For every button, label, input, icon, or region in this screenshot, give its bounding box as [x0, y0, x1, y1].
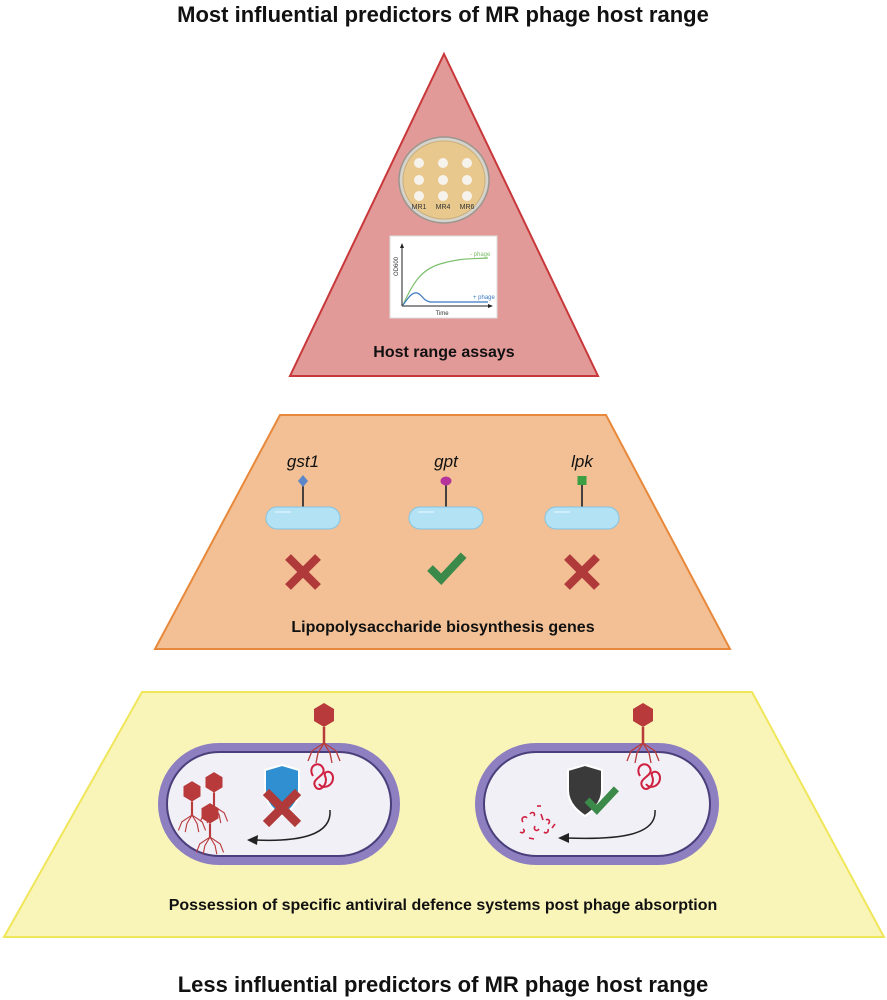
gene-name: lpk [571, 452, 594, 471]
phage-dna-icon [637, 763, 662, 790]
growth-ylabel: OD600 [394, 256, 400, 276]
diamond-marker-icon [298, 475, 308, 487]
growth-curve-icon: - phage + phage OD600 Time [389, 235, 498, 319]
square-marker-icon [577, 476, 587, 485]
cross-stroke [262, 788, 302, 828]
cell-defence-success [475, 701, 719, 865]
plaque [462, 191, 472, 201]
plate-label-mr1: MR1 [412, 204, 427, 211]
gene-name: gpt [434, 452, 459, 471]
cross-stroke [564, 554, 600, 590]
plate-label-mr4: MR4 [436, 204, 451, 211]
plaques [414, 158, 472, 201]
check-stroke [427, 552, 467, 585]
cross-stroke [285, 554, 321, 590]
degraded-dna-icon [519, 805, 556, 840]
plaque [462, 175, 472, 185]
circle-marker-icon [440, 476, 452, 486]
plaque [462, 158, 472, 168]
cross-icon [564, 554, 600, 590]
bacterium-icon [408, 506, 484, 530]
plaque [438, 158, 448, 168]
tier-lps-genes: gst1 gpt lpk Lipopolysaccharide biosynthes… [153, 414, 732, 650]
tier3-label: Possession of specific antiviral defence… [169, 897, 718, 914]
bottom-title: Less influential predictors of MR phage … [178, 972, 709, 997]
check-stroke [584, 786, 619, 815]
curve-minus-phage [402, 257, 489, 306]
cross-icon [262, 788, 302, 828]
legend-minus-phage: - phage [470, 252, 491, 258]
top-title: Most influential predictors of MR phage … [177, 2, 709, 27]
gene-name: gst1 [287, 452, 319, 471]
legend-plus-phage: + phage [473, 295, 496, 301]
plaque [414, 175, 424, 185]
gene-list: gst1 gpt lpk [265, 452, 620, 590]
gene-gpt: gpt [408, 452, 484, 585]
tier1-label: Host range assays [373, 344, 515, 361]
petri-dish-icon: MR1 MR4 MR6 [398, 136, 490, 224]
tier2-label: Lipopolysaccharide biosynthesis genes [291, 619, 594, 636]
check-icon [427, 552, 467, 585]
tier-host-range-assays: MR1 MR4 MR6 - phage + phage OD600 Time H… [288, 51, 600, 377]
plaque [414, 191, 424, 201]
plate-label-mr6: MR6 [460, 204, 475, 211]
arrow-icon [565, 809, 656, 840]
cross-icon [285, 554, 321, 590]
plaque [438, 191, 448, 201]
growth-xlabel: Time [435, 311, 449, 317]
tier-defence-systems: Possession of specific antiviral defence… [2, 691, 886, 938]
check-icon [584, 786, 619, 815]
cell-defence-failed [158, 701, 400, 865]
gene-lpk: lpk [544, 452, 620, 590]
arrow-icon [254, 809, 331, 842]
phage-dna-icon [310, 763, 335, 790]
tier2-trapezoid [153, 414, 732, 650]
bacterium-icon [265, 506, 341, 530]
plaque [414, 158, 424, 168]
curve-plus-phage [402, 292, 488, 306]
bacterium-icon [544, 506, 620, 530]
gene-gst1: gst1 [265, 452, 341, 590]
plaque [438, 175, 448, 185]
